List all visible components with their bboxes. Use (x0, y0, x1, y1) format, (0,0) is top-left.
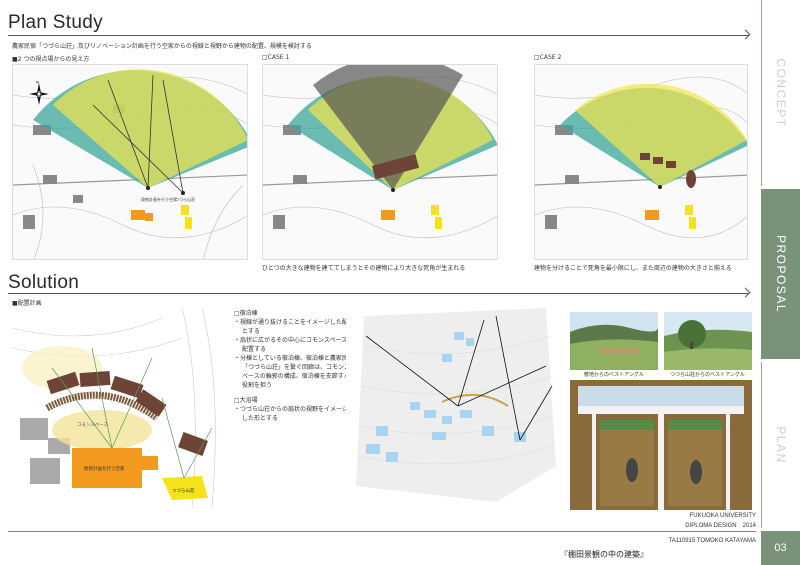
note-bullet-3: ・分棟としている宿泊棟、宿泊棟と農家民宿「つづら山荘」を繋ぐ回廊は、コモンスペー… (234, 355, 354, 389)
plan-study-description: 農家民宿「つづら山荘」及びリノベーション計画を行う空家からの視線と視野から建物の… (12, 43, 312, 50)
design-notes: □宿泊棟 ・視線が通り抜けることをイメージした配置とする ・扇状に広がるその中心… (234, 309, 354, 423)
tab-proposal-label: PROPOSAL (773, 234, 788, 314)
blind-spot-fan (313, 65, 463, 190)
photo-caption-1: 敷地からのベストアングル (584, 372, 644, 378)
site-map-view: 改修計画を行う空家 つづら山荘 N (12, 64, 248, 260)
renovated-house (72, 448, 142, 488)
tab-proposal[interactable]: PROPOSAL (761, 189, 800, 359)
layout-plan-svg: コモンスペース 改修計画を行う空家 つづら山荘 (12, 308, 216, 508)
case2-map (534, 64, 748, 260)
layout-plan: コモンスペース 改修計画を行う空家 つづら山荘 (12, 308, 228, 508)
map1-tsuzura-label: つづら山荘 (175, 196, 195, 202)
solution-rule-arrow (740, 287, 751, 298)
case1-caption: ひとつの大きな建物を建ててしまうとその建物により大きな死角が生まれる (262, 265, 466, 272)
case1-map (262, 64, 498, 260)
yellow-buildings (181, 205, 192, 229)
interior-photo-svg (570, 380, 752, 510)
lodging-title: □宿泊棟 (234, 310, 258, 317)
interior-model-photo (570, 380, 752, 510)
site-best-angle-photo (570, 312, 658, 370)
corridor (45, 391, 160, 421)
site-model-svg (356, 308, 556, 502)
north-arrow-icon: N (29, 81, 49, 105)
solution-heading: Solution (8, 272, 80, 293)
yellow-view-fan (53, 69, 247, 188)
map1-akiya-label: 改修計画を行う空家 (141, 196, 177, 202)
case2-map-svg (535, 76, 747, 239)
case2-caption: 建物を分けることで死角を最小限にし、また周辺の建物の大きさと揃える (534, 265, 732, 272)
note-bullet-4: ・つづら山荘からの扇状の視野をイメージとした形とする (234, 406, 354, 422)
footer-university: FUKUOKA UNIVERSITY (689, 513, 756, 519)
site-photo-svg (570, 312, 658, 370)
tsuzura-photo-svg (664, 312, 752, 370)
solution-rule (8, 293, 748, 294)
tab-concept[interactable]: CONCEPT (761, 0, 800, 186)
case1-label: □CASE 1 (262, 54, 290, 61)
site-map-view-svg: 改修計画を行う空家 つづら山荘 (13, 69, 247, 259)
photo-caption-2: つづら山荘からのベストアングル (670, 372, 745, 378)
tab-plan[interactable]: PLAN (761, 362, 800, 528)
layout-label: ■配置計画 (12, 300, 42, 307)
single-large-building (371, 154, 420, 180)
split-buildings (640, 153, 696, 188)
orange-buildings (131, 210, 153, 221)
plan-study-heading: Plan Study (8, 12, 103, 33)
tsuzura-best-angle-photo (664, 312, 752, 370)
tab-plan-label: PLAN (774, 426, 788, 464)
case2-label: □CASE 2 (534, 54, 562, 61)
page-number: 03 (761, 531, 800, 565)
bath-title: □大浴場 (234, 397, 258, 404)
common-space-label: コモンスペース (77, 422, 108, 428)
plan-study-rule-arrow (740, 29, 751, 40)
akiya-label: 改修計画を行う空家 (84, 465, 125, 472)
footer-author: TA110915 TOMOKO KATAYAMA (668, 538, 756, 544)
note-bullet-2: ・扇状に広がるその中心にコモンスペースを配置する (234, 337, 354, 353)
view-label: ■2 つの視点場からの見え方 (12, 56, 90, 63)
footer-rule (8, 531, 756, 532)
project-title: 『棚田景観の中の建築』 (560, 550, 648, 559)
note-bullet-1: ・視線が通り抜けることをイメージした配置とする (234, 319, 354, 335)
case1-map-svg (263, 65, 497, 239)
site-model-photo (346, 306, 560, 504)
svg-text:N: N (36, 81, 39, 85)
plan-study-rule (8, 35, 748, 36)
tab-concept-label: CONCEPT (774, 58, 788, 128)
footer-diploma: DIPLOMA DESIGN 2014 (685, 523, 756, 529)
tsuzura-sanso-building (162, 476, 208, 500)
model-blocks (366, 332, 526, 462)
tsuzura-label: つづら山荘 (172, 487, 195, 494)
